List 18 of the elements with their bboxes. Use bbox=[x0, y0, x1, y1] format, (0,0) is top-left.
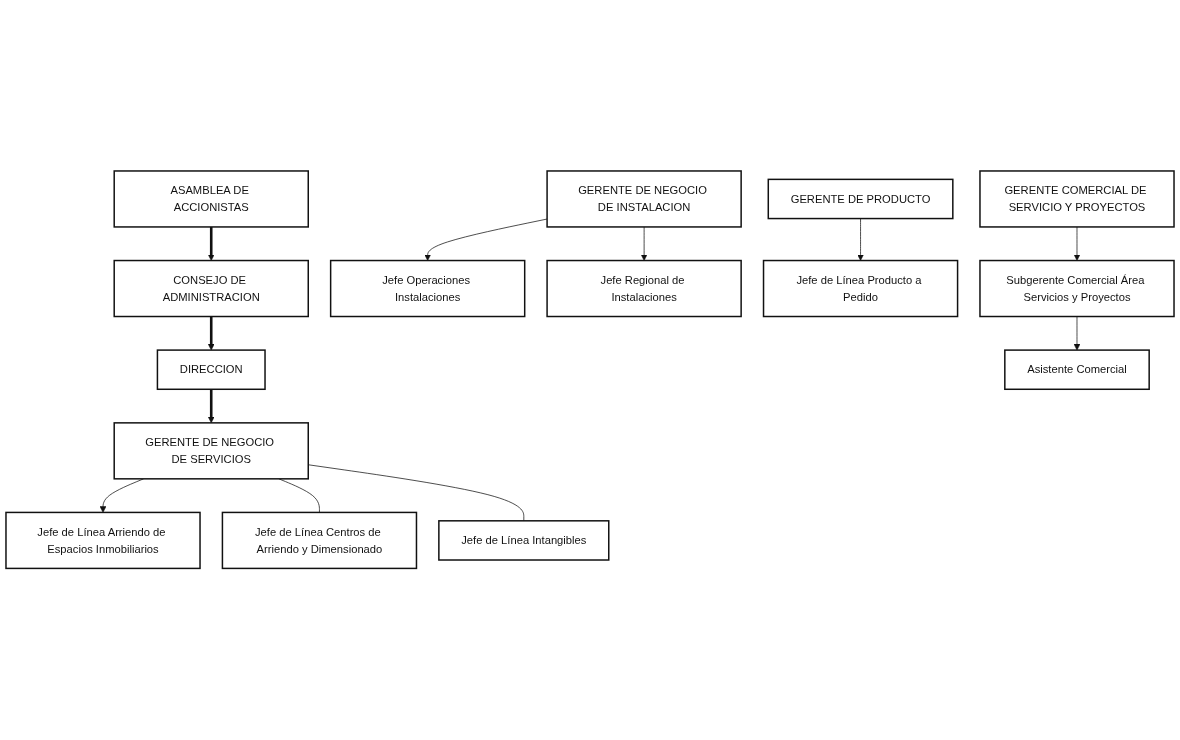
node-box: Asistente Comercial bbox=[1004, 349, 1150, 391]
node-box: Jefe de Línea Intangibles bbox=[438, 520, 610, 562]
node-box: Jefe de Línea Centros de Arriendo y Dimensionado bbox=[221, 512, 418, 570]
node-box: DIRECCION bbox=[156, 349, 266, 391]
node-box: GERENTE DE NEGOCIO DE INSTALACION bbox=[546, 170, 742, 228]
node-box: CONSEJO DE ADMINISTRACION bbox=[113, 260, 309, 318]
node-box: Jefe Regional de Instalaciones bbox=[546, 260, 742, 318]
arrow bbox=[207, 389, 215, 424]
node-box: GERENTE COMERCIAL DE SERVICIO Y PROYECTOS bbox=[979, 170, 1175, 228]
node-box: ASAMBLEA DE ACCIONISTAS bbox=[113, 170, 309, 228]
node-box: Jefe de Línea Arriendo de Espacios Inmobiliarios bbox=[5, 512, 201, 570]
node-box: Jefe Operaciones Instalaciones bbox=[329, 260, 526, 318]
arrow bbox=[207, 227, 215, 262]
node-box: GERENTE DE NEGOCIO DE SERVICIOS bbox=[113, 422, 309, 480]
node-box: Subgerente Comercial Área Servicios y Proyectos bbox=[979, 260, 1175, 318]
node-box: GERENTE DE PRODUCTO bbox=[767, 178, 954, 220]
node-box: Jefe de Línea Producto a Pedido bbox=[762, 260, 959, 318]
arrow bbox=[207, 316, 215, 351]
